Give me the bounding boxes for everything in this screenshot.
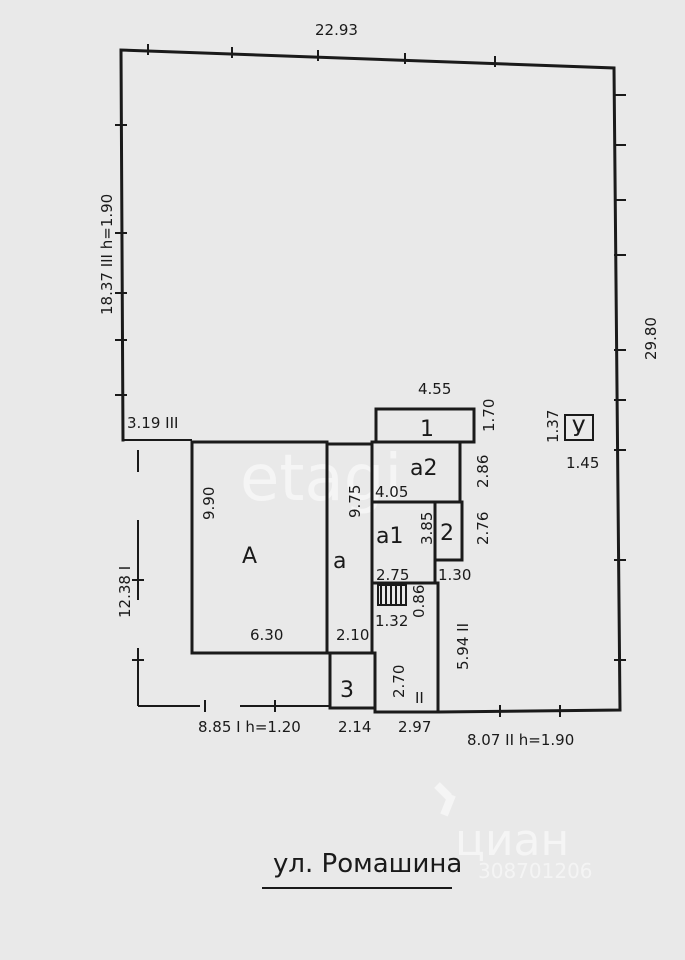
room-2-bottom: 1.30: [438, 566, 471, 584]
cian-watermark: циан: [455, 815, 569, 866]
room-a-label: a: [333, 549, 346, 574]
stair-icon: [377, 584, 407, 606]
room-2: [433, 500, 464, 562]
listing-id-watermark: 308701206: [478, 859, 593, 883]
room-a1-bottom: 2.75: [376, 566, 409, 584]
toilet-outbuilding: [564, 414, 594, 441]
street-label: ул. Ромашина: [273, 849, 462, 879]
right-dimension: 29.80: [642, 317, 660, 360]
bottom-right-dimension: 8.07 II h=1.90: [467, 731, 574, 749]
room-2-side: 2.76: [474, 512, 492, 545]
bottom-left-dimension: 8.85 I h=1.20: [198, 718, 301, 736]
room-3-label: 3: [340, 678, 354, 703]
room-1-width: 4.55: [418, 380, 451, 398]
etagi-watermark: etagi: [240, 442, 402, 516]
room-2-label: 2: [440, 521, 454, 546]
room-a-length: 9.75: [346, 485, 364, 518]
room-a2-side: 2.86: [474, 455, 492, 488]
room-A-label: A: [242, 544, 257, 569]
room-a2-label: a2: [410, 456, 437, 481]
left-lower-dimension: 12.38 I: [116, 566, 134, 618]
top-dimension: 22.93: [315, 21, 358, 39]
room-A-width: 6.30: [250, 626, 283, 644]
toilet-bottom: 1.45: [566, 454, 599, 472]
room-a1-top: 4.05: [375, 483, 408, 501]
toilet-side: 1.37: [544, 410, 562, 443]
room-1-label: 1: [420, 417, 434, 442]
left-step-dimension: 3.19 III: [127, 414, 178, 432]
corridor-label: II: [415, 689, 424, 707]
room-A: [190, 440, 329, 655]
room-a1-side: 3.85: [418, 512, 436, 545]
toilet-label: У: [572, 417, 586, 442]
boundary-ticks: [115, 44, 626, 717]
cian-logo-icon: [434, 782, 456, 817]
bottom-mid1-dimension: 2.14: [338, 718, 371, 736]
stair-width: 1.32: [375, 612, 408, 630]
bottom-mid2-dimension: 2.97: [398, 718, 431, 736]
room-A-height: 9.90: [200, 487, 218, 520]
room-a-width: 2.10: [336, 626, 369, 644]
room-a1-label: a1: [376, 524, 403, 549]
corridor: [373, 558, 440, 714]
left-upper-dimension: 18.37 III h=1.90: [98, 194, 116, 315]
corridor-side: 2.70: [390, 665, 408, 698]
corridor-outer-dimension: 5.94 II: [454, 623, 472, 670]
room-1-side: 1.70: [480, 399, 498, 432]
stair-height: 0.86: [410, 585, 428, 618]
